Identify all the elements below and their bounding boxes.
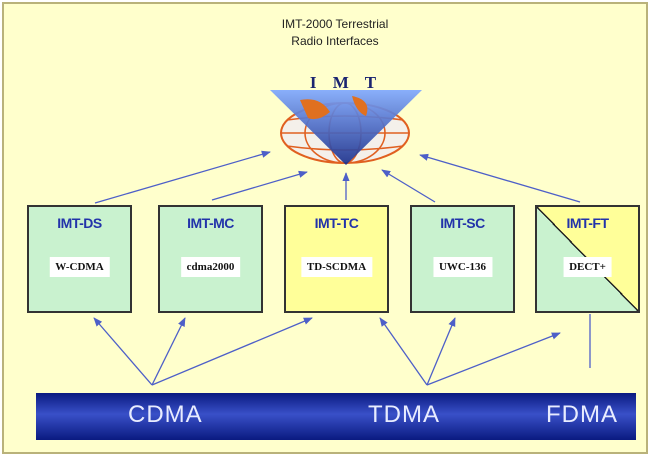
arrow-tdma-to-sc [426, 317, 456, 386]
box-tech: cdma2000 [180, 257, 241, 277]
diagram-title: IMT-2000 Terrestrial Radio Interfaces [210, 16, 460, 50]
box-tech: W-CDMA [49, 257, 110, 277]
box-name: IMT-SC [440, 215, 485, 231]
cdma-label: CDMA [128, 401, 203, 428]
box-name: IMT-FT [566, 215, 609, 231]
arrow-cdma-to-tc [151, 317, 313, 386]
box-imt-ft: IMT-FT DECT+ [535, 205, 640, 313]
box-name: IMT-DS [57, 215, 102, 231]
arrow-sc-to-logo [381, 169, 436, 203]
box-imt-mc: IMT-MC cdma2000 [158, 205, 263, 313]
arrow-tdma-to-ft [426, 332, 561, 386]
tdma-label: TDMA [368, 401, 440, 428]
upward-arrows [94, 150, 581, 204]
arrow-tdma-to-tc [379, 317, 428, 386]
box-name: IMT-MC [187, 215, 234, 231]
arrow-ds-to-logo [94, 150, 271, 204]
box-tech: DECT+ [563, 257, 612, 277]
access-arrows [93, 317, 561, 386]
box-name: IMT-TC [314, 215, 359, 231]
arrow-mc-to-logo [211, 170, 308, 201]
box-tech: TD-SCDMA [300, 257, 373, 277]
box-imt-ds: IMT-DS W-CDMA [27, 205, 132, 313]
logo-text: I M T [310, 73, 382, 92]
box-imt-sc: IMT-SC UWC-136 [410, 205, 515, 313]
logo-continents [300, 96, 368, 120]
title-line-2: Radio Interfaces [291, 34, 379, 48]
access-technology-bar: CDMA TDMA FDMA [36, 393, 636, 440]
arrow-cdma-to-ds [93, 317, 153, 386]
imt-globe-logo: I M T [270, 73, 422, 165]
title-line-1: IMT-2000 Terrestrial [281, 17, 389, 31]
fdma-label: FDMA [546, 401, 618, 428]
arrow-ft-to-logo [419, 153, 581, 203]
box-tech: UWC-136 [432, 257, 493, 277]
arrow-cdma-to-mc [151, 317, 186, 386]
box-imt-tc: IMT-TC TD-SCDMA [284, 205, 389, 313]
